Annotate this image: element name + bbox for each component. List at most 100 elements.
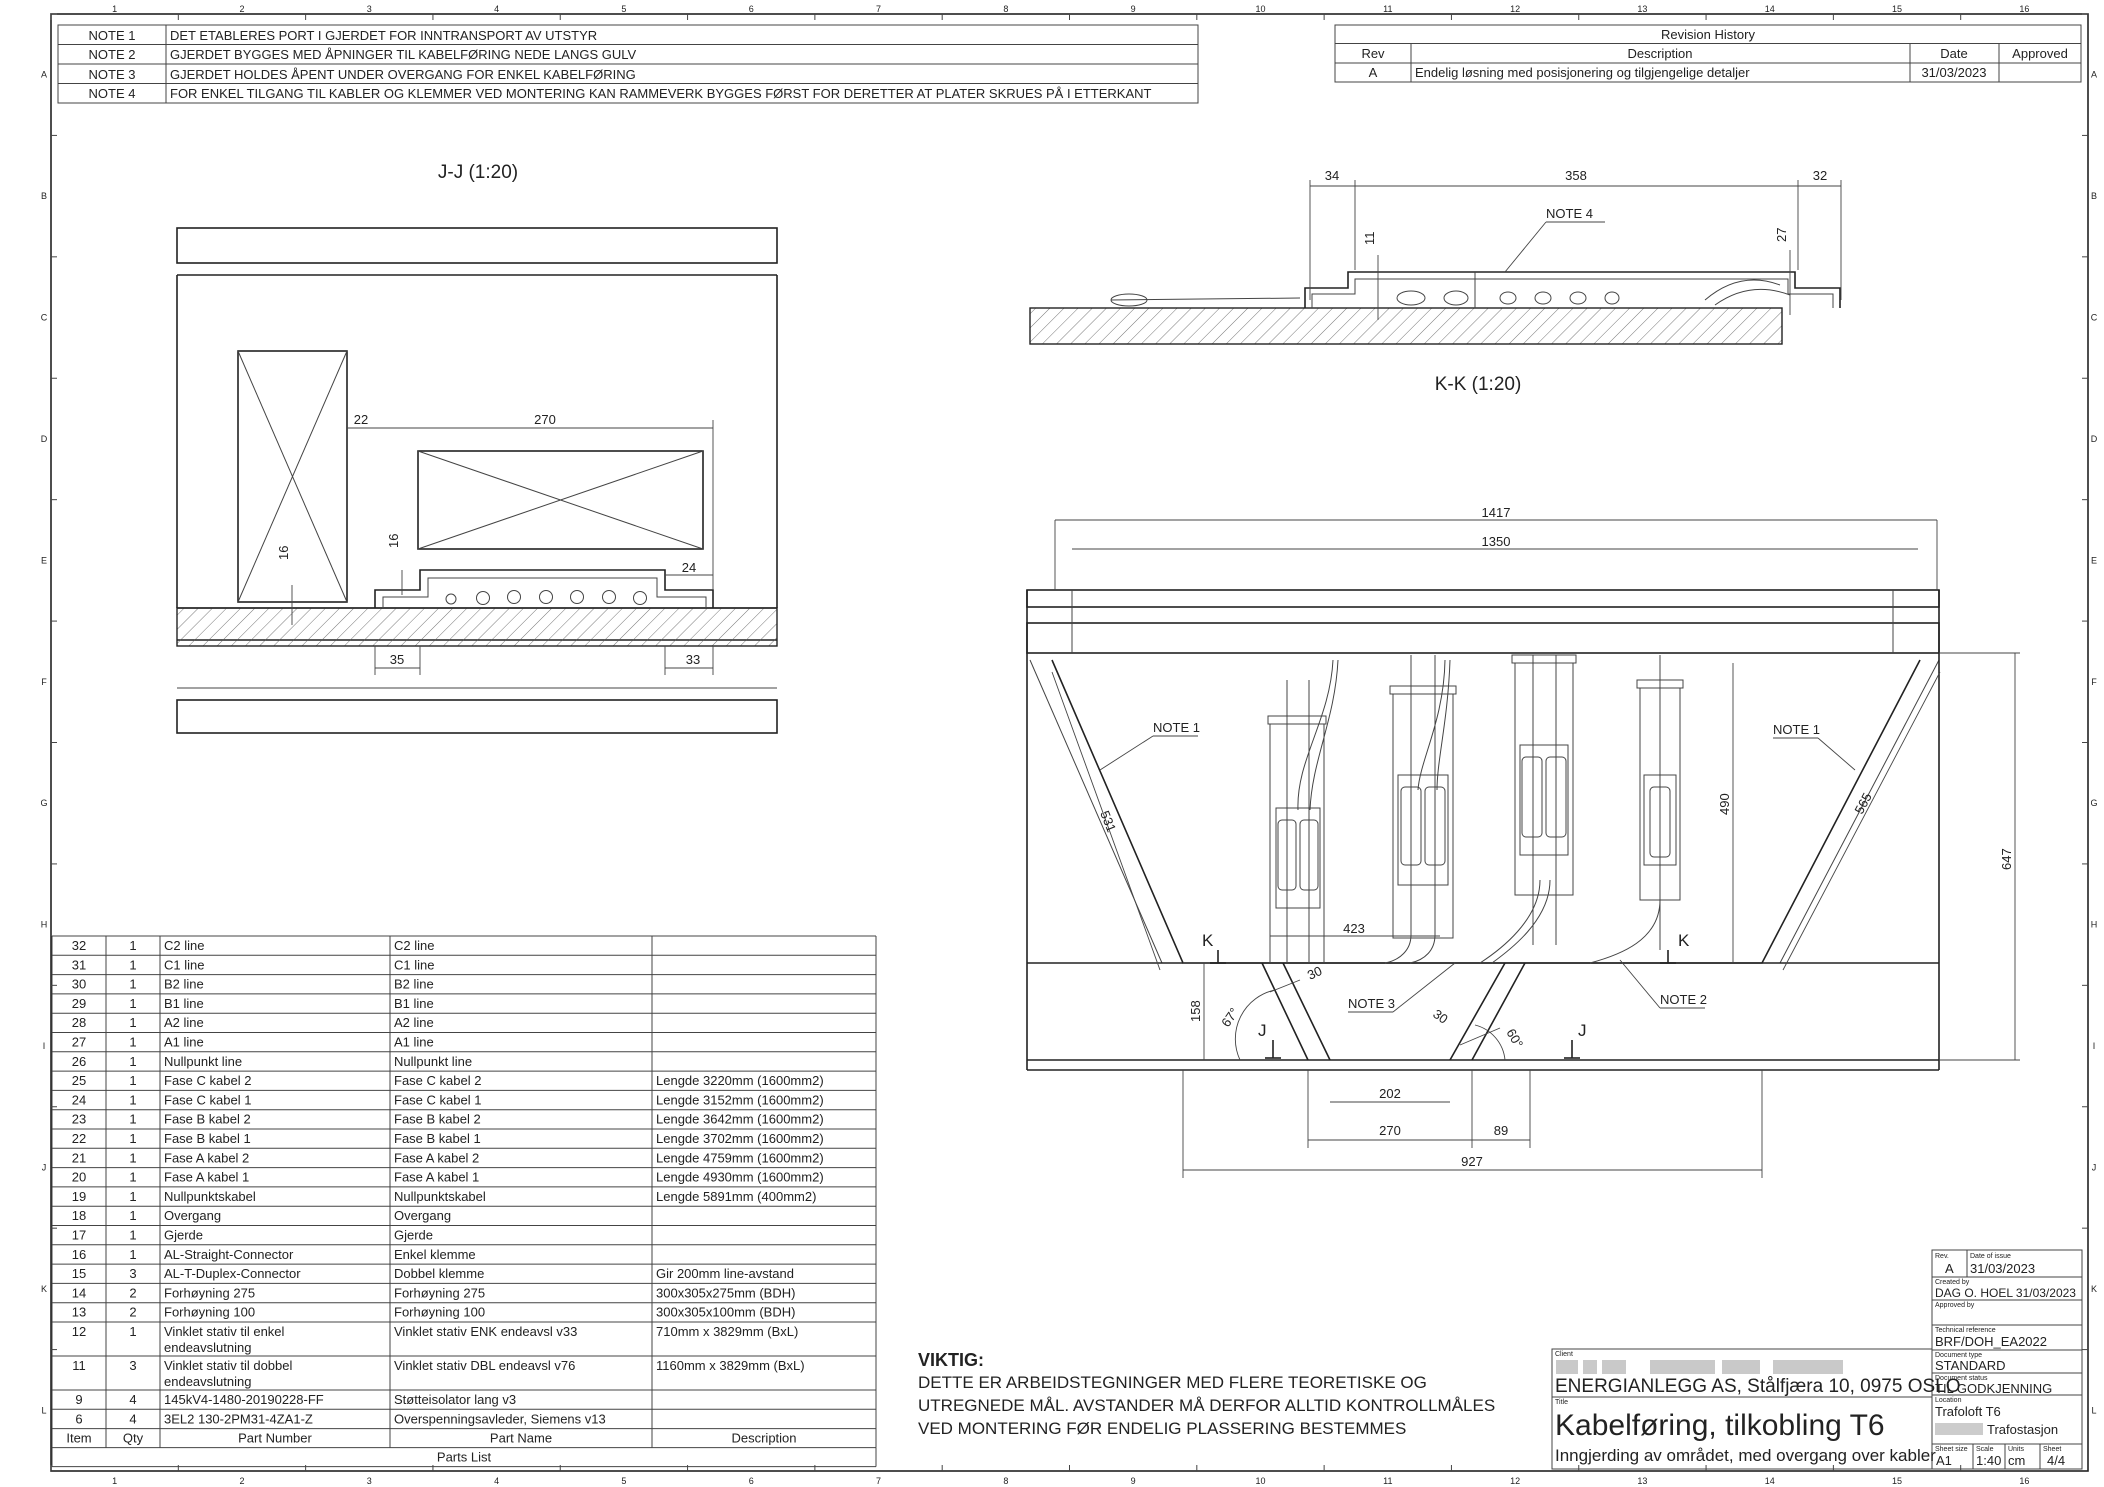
view-title-jj: J-J (1:20)	[438, 162, 518, 183]
dim-jj-35: 35	[390, 652, 404, 667]
drawing-title: Kabelføring, tilkobling T6	[1555, 1409, 1885, 1442]
parts-qty: 1	[129, 1073, 136, 1088]
parts-qty: 1	[129, 1170, 136, 1185]
parts-item: 21	[72, 1150, 86, 1165]
status-label: Document status	[1935, 1375, 1988, 1382]
sheet-label: Sheet	[2043, 1446, 2061, 1453]
parts-item: 14	[72, 1285, 86, 1300]
grid-column-label: 6	[749, 1476, 754, 1486]
grid-column-label: 16	[2019, 1476, 2029, 1486]
grid-row-label: D	[41, 434, 48, 444]
parts-item: 26	[72, 1054, 86, 1069]
note-text: DET ETABLERES PORT I GJERDET FOR INNTRAN…	[170, 28, 597, 43]
parts-name: B2 line	[394, 977, 434, 992]
parts-name: Fase A kabel 2	[394, 1150, 479, 1165]
dim-section-32: 32	[1813, 168, 1827, 183]
note-text: GJERDET BYGGES MED ÅPNINGER TIL KABELFØR…	[170, 47, 637, 62]
grid-column-label: 5	[621, 4, 626, 14]
parts-description: Lengde 5891mm (400mm2)	[656, 1189, 816, 1204]
date-value: 31/03/2023	[1970, 1261, 2035, 1276]
warning-line: VED MONTERING FØR ENDELIG PLASSERING BES…	[918, 1419, 1406, 1438]
grid-column-label: 14	[1765, 4, 1775, 14]
parts-name: Fase A kabel 1	[394, 1170, 479, 1185]
grid-row-label: K	[41, 1284, 47, 1294]
grid-column-label: 13	[1637, 4, 1647, 14]
date-label: Date of issue	[1970, 1253, 2011, 1260]
rev-date: 31/03/2023	[1921, 65, 1986, 80]
parts-item: 25	[72, 1073, 86, 1088]
revision-history-table: Revision History Rev Description Date Ap…	[1334, 24, 2082, 83]
parts-number: Overgang	[164, 1208, 221, 1223]
dim-plan-423: 423	[1343, 921, 1365, 936]
dim-jj-270: 270	[534, 412, 556, 427]
parts-qty: 1	[129, 996, 136, 1011]
parts-number: C1 line	[164, 957, 204, 972]
parts-qty: 1	[129, 1035, 136, 1050]
parts-name: Overspenningsavleder, Siemens v13	[394, 1411, 606, 1426]
parts-number: Forhøyning 275	[164, 1285, 255, 1300]
view-plan: 1417 1350 531 565 490 647 423 158 67° 30…	[1026, 505, 2020, 1178]
dim-plan-927: 927	[1461, 1154, 1483, 1169]
dim-jj-24: 24	[682, 560, 696, 575]
dim-plan-1350: 1350	[1482, 534, 1511, 549]
plan-section-k-right: K	[1678, 931, 1690, 950]
status-value: TIL GODKJENNING	[1935, 1381, 2052, 1396]
parts-item: 22	[72, 1131, 86, 1146]
dim-plan-270: 270	[1379, 1123, 1401, 1138]
parts-item: 12	[72, 1324, 86, 1339]
parts-item: 6	[75, 1411, 82, 1426]
note-id: NOTE 1	[89, 28, 136, 43]
dim-plan-89: 89	[1494, 1123, 1508, 1138]
parts-item: 24	[72, 1092, 86, 1107]
dim-jj-16-left: 16	[276, 546, 291, 560]
parts-item: 30	[72, 977, 86, 992]
parts-number: endeavslutning	[164, 1340, 251, 1355]
parts-description: 1160mm x 3829mm (BxL)	[656, 1358, 805, 1373]
warning-block: VIKTIG: DETTE ER ARBEIDSTEGNINGER MED FL…	[918, 1350, 1495, 1438]
redacted-client-name	[1556, 1360, 1843, 1374]
sheet-size-label: Sheet size	[1935, 1446, 1968, 1453]
dim-plan-1417: 1417	[1482, 505, 1511, 520]
parts-qty: 1	[129, 957, 136, 972]
parts-name: Dobbel klemme	[394, 1266, 484, 1281]
plan-section-j-left: J	[1258, 1021, 1267, 1040]
parts-number: Vinklet stativ til dobbel	[164, 1358, 292, 1373]
parts-qty: 1	[129, 1112, 136, 1127]
grid-column-label: 6	[749, 4, 754, 14]
plan-note-1-right: NOTE 1	[1773, 722, 1820, 737]
techref-label: Technical reference	[1935, 1327, 1996, 1334]
grid-row-label: H	[2091, 920, 2098, 930]
rev-value: A	[1945, 1261, 1954, 1276]
grid-row-label: A	[2091, 70, 2097, 80]
grid-row-label: F	[2091, 677, 2097, 687]
grid-row-label: K	[2091, 1284, 2097, 1294]
notes-table: NOTE 1 DET ETABLERES PORT I GJERDET FOR …	[57, 24, 1199, 104]
parts-qty: 1	[129, 1054, 136, 1069]
grid-row-label: A	[41, 70, 47, 80]
parts-item: 27	[72, 1035, 86, 1050]
parts-description: 300x305x275mm (BDH)	[656, 1285, 795, 1300]
grid-column-label: 2	[239, 1476, 244, 1486]
techref-value: BRF/DOH_EA2022	[1935, 1334, 2047, 1349]
description-header: Description	[1627, 46, 1692, 61]
parts-qty: 3	[129, 1266, 136, 1281]
grid-row-label: I	[43, 1041, 46, 1051]
parts-number: Fase B kabel 2	[164, 1112, 251, 1127]
parts-name: B1 line	[394, 996, 434, 1011]
redacted-text	[1935, 1423, 1983, 1435]
location-line1: Trafoloft T6	[1935, 1404, 2001, 1419]
parts-qty: 1	[129, 977, 136, 992]
grid-column-label: 12	[1510, 4, 1520, 14]
parts-qty: 1	[129, 1189, 136, 1204]
parts-number: Fase A kabel 1	[164, 1170, 249, 1185]
client-label: Client	[1555, 1351, 1573, 1358]
grid-row-label: D	[2091, 434, 2098, 444]
grid-column-label: 8	[1003, 4, 1008, 14]
dim-plan-158: 158	[1188, 1000, 1203, 1022]
approved-label: Approved by	[1935, 1302, 1975, 1309]
